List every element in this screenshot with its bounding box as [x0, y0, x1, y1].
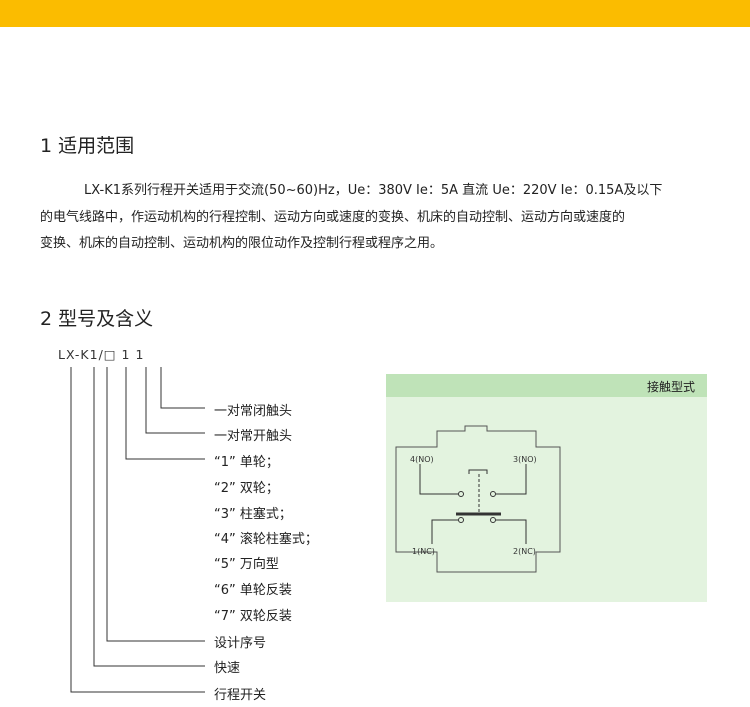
leader-line — [125, 367, 205, 460]
label-no-contact: 一对常开触头 — [214, 429, 293, 444]
panel-title: 接触型式 — [646, 380, 695, 394]
model-code: LX-K1/□ 1 1 — [58, 347, 145, 362]
label-type-7: “7” 双轮反装 — [214, 609, 292, 624]
section-2-title: 2 型号及含义 — [40, 308, 154, 330]
label-type-2: “2” 双轮； — [214, 481, 279, 496]
panel-header: 接触型式 — [386, 374, 707, 397]
label-type-3: “3” 柱塞式； — [214, 507, 292, 522]
terminal-3-no: 3(NO) — [513, 455, 537, 464]
label-type-6: “6” 单轮反装 — [214, 583, 292, 598]
paragraph-line: 变换、机床的自动控制、运动机构的限位动作及控制行程或程序之用。 — [40, 236, 444, 251]
terminal-2-nc: 2(NC) — [513, 547, 536, 556]
label-type-5: “5” 万向型 — [214, 557, 279, 572]
section-1-title: 1 适用范围 — [40, 135, 135, 157]
label-type-1: “1” 单轮； — [214, 455, 279, 470]
leader-line — [93, 367, 205, 667]
no-bridge — [468, 469, 488, 474]
no-circuit-wire — [419, 464, 458, 495]
leader-line — [160, 367, 205, 409]
label-type-4: “4” 滚轮柱塞式； — [214, 532, 318, 547]
switch-body-outline — [395, 425, 561, 573]
contact-diagram — [395, 425, 561, 573]
no-contact-right — [490, 491, 496, 497]
nc-circuit-wire — [431, 519, 458, 544]
contact-type-panel: 接触型式 4(NO) 3(NO) 1(NC) 2(NC) — [386, 374, 707, 602]
nc-contact-right — [490, 517, 496, 523]
leader-line — [106, 367, 205, 642]
top-accent-bar — [0, 0, 750, 27]
paragraph-line: 的电气线路中，作运动机构的行程控制、运动方向或速度的变换、机床的自动控制、运动方… — [40, 209, 626, 225]
label-travel-switch: 行程开关 — [214, 688, 267, 703]
label-design-number: 设计序号 — [214, 636, 267, 651]
terminal-4-no: 4(NO) — [410, 455, 434, 464]
section-1-paragraph: LX-K1系列行程开关适用于交流(50~60)Hz，Ue：380V Ie：5A … — [40, 178, 708, 258]
no-circuit-wire — [496, 464, 527, 495]
terminal-1-nc: 1(NC) — [412, 547, 435, 556]
no-contact-left — [458, 491, 464, 497]
nc-circuit-wire — [496, 519, 527, 544]
paragraph-line: LX-K1系列行程开关适用于交流(50~60)Hz，Ue：380V Ie：5A … — [84, 183, 663, 198]
nc-contact-left — [458, 517, 464, 523]
leader-line — [70, 367, 205, 693]
label-nc-contact: 一对常闭触头 — [214, 404, 293, 419]
leader-line — [145, 367, 205, 434]
label-fast: 快速 — [214, 661, 241, 676]
